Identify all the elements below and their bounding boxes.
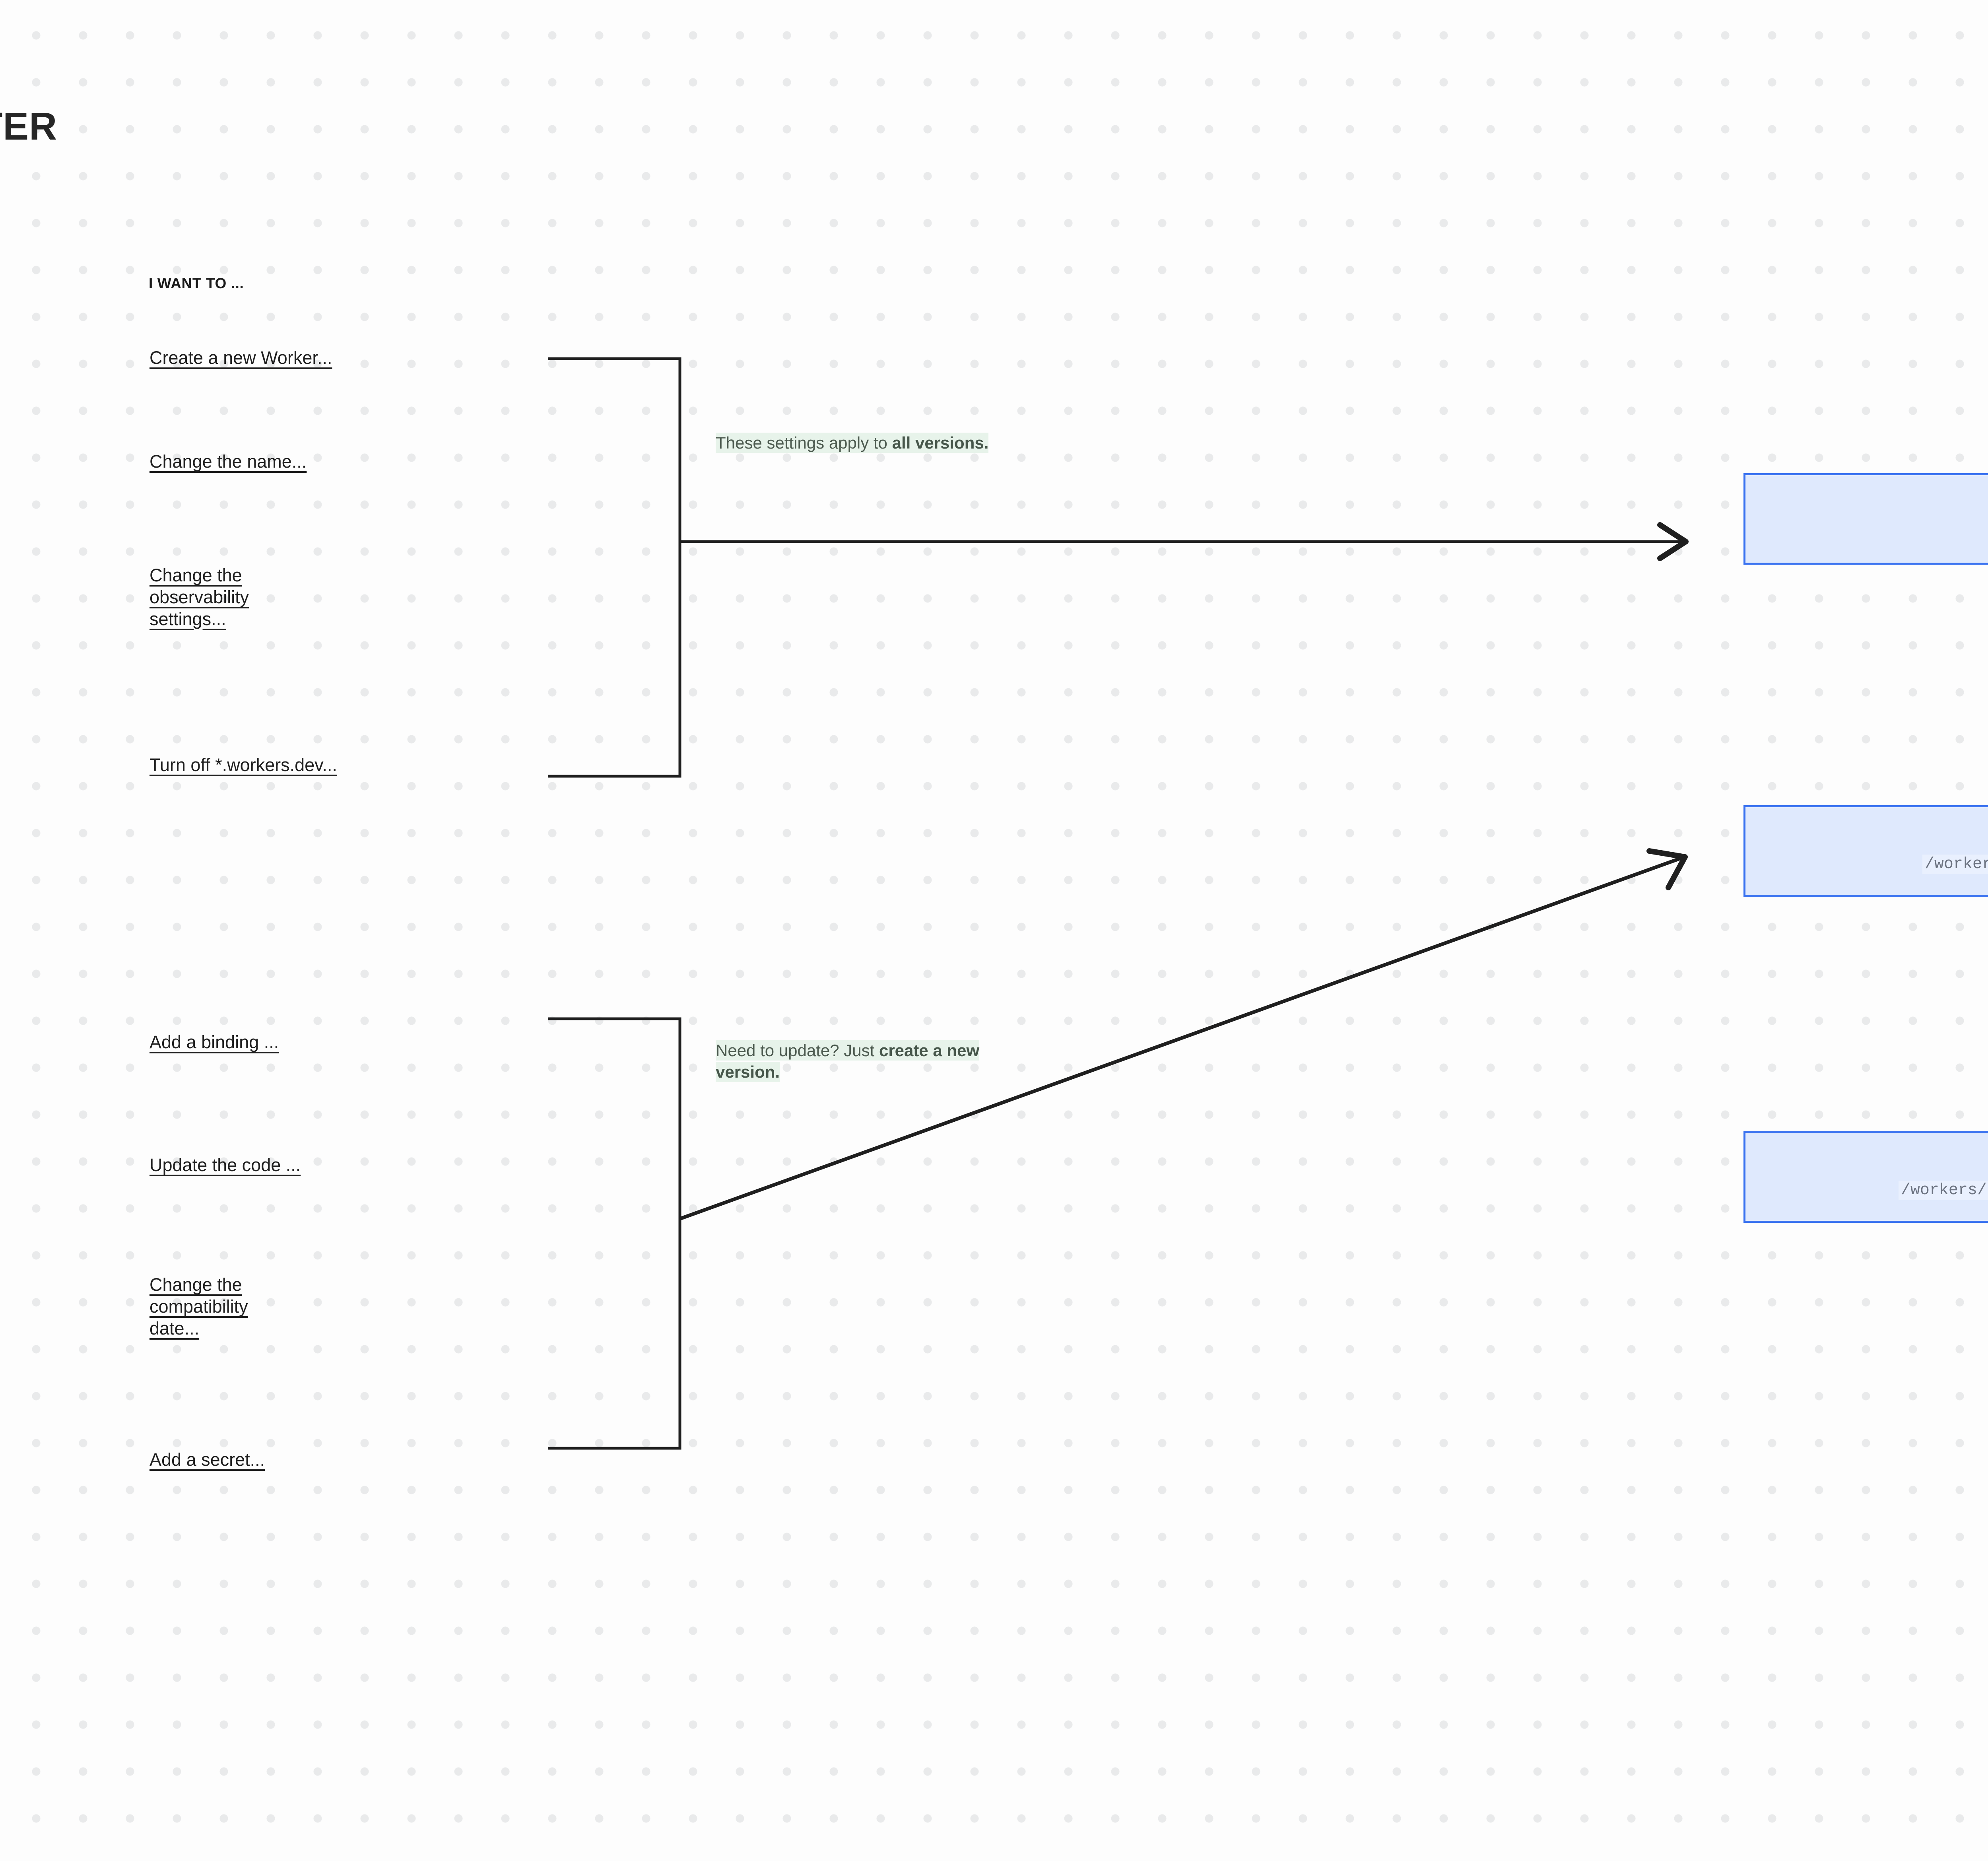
menu-item-turn-off-workers-dev[interactable]: Turn off *.workers.dev... (149, 755, 337, 775)
menu-item-change-the-name[interactable]: Change the name... (149, 451, 307, 472)
page-title: AFTER (0, 105, 58, 148)
entity-path: /workers/workers/{worker_id}/versions (1922, 855, 1988, 874)
menu-item-change-compatibility-date[interactable]: Change the compatibility date... (149, 1274, 248, 1338)
note-bold-text: all versions. (892, 433, 989, 452)
menu-item-create-new-worker[interactable]: Create a new Worker... (149, 348, 332, 368)
menu-item-change-observability-settings[interactable]: Change the observability settings... (149, 565, 249, 629)
note-create-a-new-version: Need to update? Just create a new versio… (716, 1018, 1034, 1083)
entity-box-worker[interactable]: Worker /workers/workers (1743, 473, 1988, 565)
menu-item-add-a-secret[interactable]: Add a secret... (149, 1449, 265, 1470)
note-settings-apply-all-versions: These settings apply to all versions. (716, 410, 1117, 454)
note-bold-text: create a new version. (716, 1041, 980, 1082)
entity-path: /workers/scripts/{script_name}/deploymen… (1898, 1181, 1988, 1200)
entity-box-deployment[interactable]: Deployment /workers/scripts/{script_name… (1743, 1131, 1988, 1223)
note-plain-text: Need to update? Just (716, 1041, 879, 1060)
menu-item-update-the-code[interactable]: Update the code ... (149, 1155, 301, 1175)
entity-box-version[interactable]: Version /workers/workers/{worker_id}/ver… (1743, 805, 1988, 897)
note-plain-text: These settings apply to (716, 433, 892, 452)
want-to-label: I WANT TO ... (149, 275, 244, 291)
menu-item-add-a-binding[interactable]: Add a binding ... (149, 1032, 279, 1052)
